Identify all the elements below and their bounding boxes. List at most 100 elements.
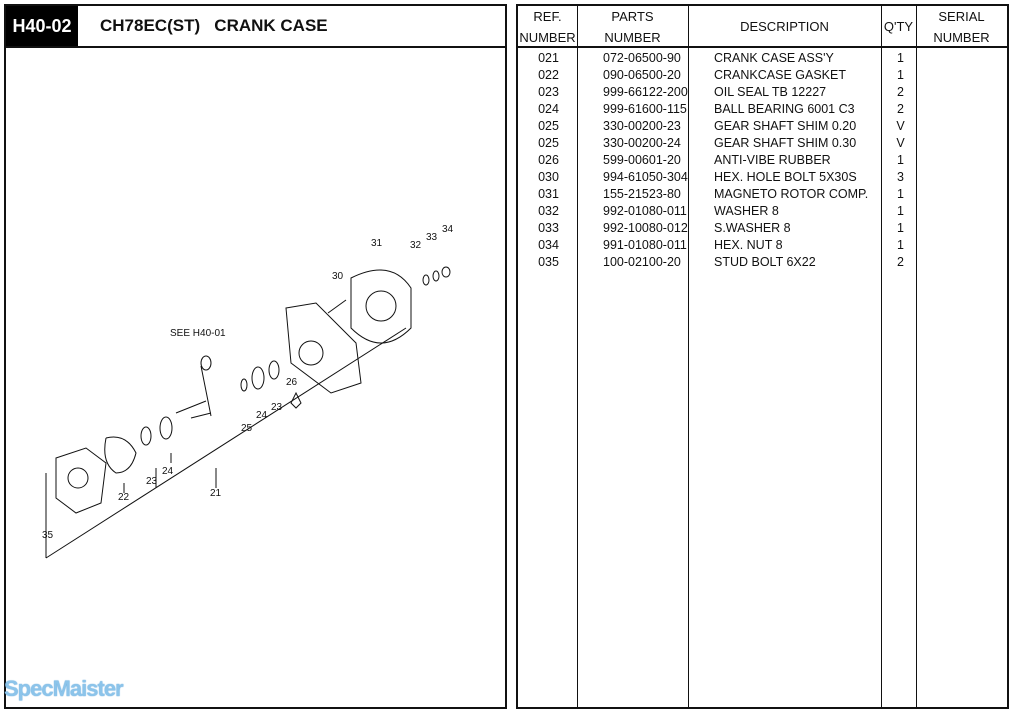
header-description: DESCRIPTION	[740, 19, 829, 34]
part-number: 994-61050-304	[603, 170, 688, 184]
table-row: 022 090-06500-20 CRANKCASE GASKET 1	[518, 67, 1007, 84]
part-number: 330-00200-23	[603, 119, 681, 133]
callout-21: 21	[210, 488, 222, 499]
table-row: 025 330-00200-24 GEAR SHAFT SHIM 0.30 V	[518, 135, 1007, 152]
quantity: 1	[897, 221, 904, 235]
quantity: 2	[897, 102, 904, 116]
ref-number: 026	[538, 153, 559, 167]
table-row: 034 991-01080-011 HEX. NUT 8 1	[518, 237, 1007, 254]
gasket	[104, 436, 137, 474]
ref-number: 023	[538, 85, 559, 99]
quantity: 1	[897, 204, 904, 218]
callout-30: 30	[332, 271, 344, 282]
quantity: 1	[897, 51, 904, 65]
page-header: H40-02 CH78EC(ST) CRANK CASE	[6, 6, 505, 48]
header-parts-2: NUMBER	[604, 30, 661, 45]
quantity: 1	[897, 68, 904, 82]
description: STUD BOLT 6X22	[714, 255, 816, 269]
description: S.WASHER 8	[714, 221, 791, 235]
callout-25: 25	[241, 423, 253, 434]
header-serial: SERIAL	[938, 9, 985, 24]
callout-26: 26	[286, 377, 298, 388]
ref-number: 025	[538, 136, 559, 150]
ref-number: 032	[538, 204, 559, 218]
magneto-rotor	[350, 269, 412, 344]
callout-33: 33	[426, 232, 438, 243]
bearing	[159, 416, 173, 440]
ref-number: 022	[538, 68, 559, 82]
quantity: 3	[897, 170, 904, 184]
ref-number: 035	[538, 255, 559, 269]
ref-number: 033	[538, 221, 559, 235]
callout-22: 22	[118, 492, 130, 503]
description: WASHER 8	[714, 204, 779, 218]
crankcase-half-right	[285, 302, 362, 394]
table-row: 026 599-00601-20 ANTI-VIBE RUBBER 1	[518, 152, 1007, 169]
section-code: H40-02	[6, 6, 78, 46]
part-number: 991-01080-011	[603, 238, 687, 252]
header-parts: PARTS	[611, 9, 654, 24]
crankshaft	[175, 365, 212, 419]
description: HEX. HOLE BOLT 5X30S	[714, 170, 857, 184]
quantity: 1	[897, 153, 904, 167]
callout-23: 23	[271, 402, 283, 413]
description: OIL SEAL TB 12227	[714, 85, 827, 99]
ref-number: 030	[538, 170, 559, 184]
bolt	[327, 299, 347, 314]
oil-seal	[140, 426, 152, 446]
description: CRANK CASE ASS'Y	[714, 51, 834, 65]
callout-24: 24	[256, 410, 268, 421]
page-title: CH78EC(ST) CRANK CASE	[100, 16, 328, 35]
part-number: 599-00601-20	[603, 153, 681, 167]
part-number: 999-66122-200	[603, 85, 688, 99]
quantity: 1	[897, 238, 904, 252]
callout-see-h40-01: SEE H40-01	[170, 328, 226, 339]
crankcase-half-left	[55, 447, 107, 514]
description: ANTI-VIBE RUBBER	[714, 153, 831, 167]
part-number: 090-06500-20	[603, 68, 681, 82]
watermark-logo: SpecMaister	[4, 676, 124, 701]
callout-34: 34	[442, 224, 454, 235]
callout-35: 35	[42, 530, 54, 541]
table-row: 030 994-61050-304 HEX. HOLE BOLT 5X30S 3	[518, 169, 1007, 186]
ref-number: 025	[538, 119, 559, 133]
diagram-panel: H40-02 CH78EC(ST) CRANK CASE 31 32 33 34…	[4, 4, 507, 709]
description: GEAR SHAFT SHIM 0.30	[714, 136, 857, 150]
callout-23b: 23	[146, 476, 158, 487]
exploded-parts-diagram: 31 32 33 34 30 SEE H40-01 26 24 23 25 22…	[42, 224, 454, 559]
quantity: V	[896, 119, 905, 133]
part-number: 155-21523-80	[603, 187, 681, 201]
header-serial-2: NUMBER	[933, 30, 990, 45]
header-ref-2: NUMBER	[519, 30, 576, 45]
description: HEX. NUT 8	[714, 238, 783, 252]
ref-number: 034	[538, 238, 559, 252]
part-number: 330-00200-24	[603, 136, 681, 150]
header-qty: Q'TY	[883, 19, 914, 34]
part-number: 072-06500-90	[603, 51, 681, 65]
part-number: 992-01080-011	[603, 204, 687, 218]
quantity: 1	[897, 187, 904, 201]
table-row: 032 992-01080-011 WASHER 8 1	[518, 203, 1007, 220]
description: CRANKCASE GASKET	[714, 68, 846, 82]
ref-number: 031	[538, 187, 559, 201]
ref-number: 021	[538, 51, 559, 65]
table-row: 021 072-06500-90 CRANK CASE ASS'Y 1	[518, 50, 1007, 67]
callout-32: 32	[410, 240, 422, 251]
part-number: 999-61600-115	[603, 102, 687, 116]
header-ref: REF.	[533, 9, 562, 24]
quantity: V	[896, 136, 905, 150]
part-number: 992-10080-012	[603, 221, 688, 235]
description: MAGNETO ROTOR COMP.	[714, 187, 869, 201]
anti-vibe-rubber	[290, 391, 302, 409]
table-row: 033 992-10080-012 S.WASHER 8 1	[518, 220, 1007, 237]
callout-24b: 24	[162, 466, 174, 477]
quantity: 2	[897, 255, 904, 269]
assembly-axis-line	[45, 327, 407, 559]
callout-31: 31	[371, 238, 383, 249]
